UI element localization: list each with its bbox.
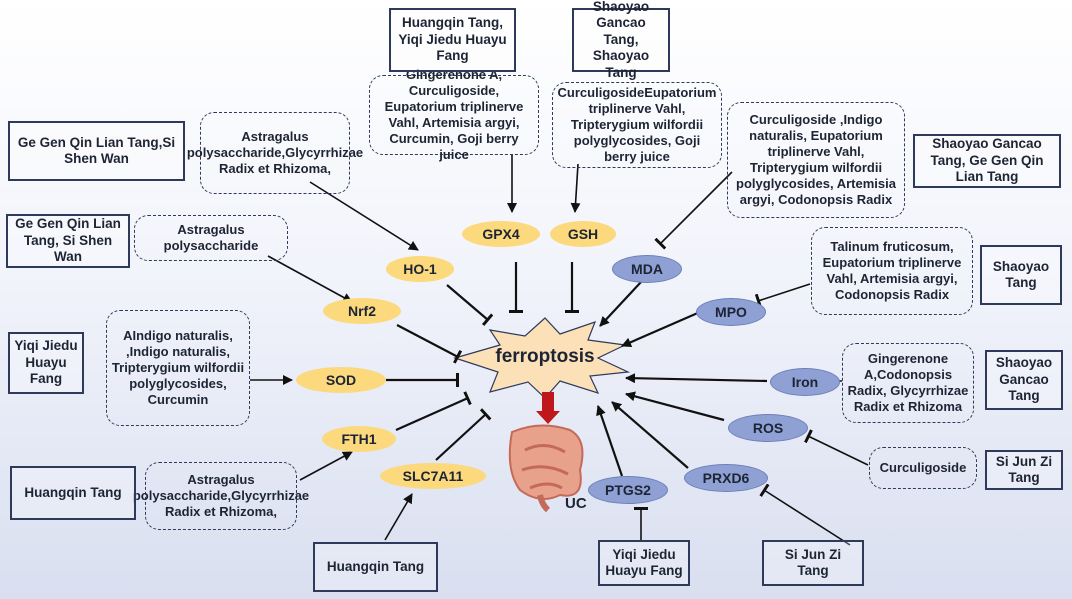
target-ptgs2: PTGS2 [588, 476, 668, 504]
formula-box-gsh: Shaoyao Gancao Tang, Shaoyao Tang [572, 0, 670, 80]
formula-box-mpo: Shaoyao Tang [980, 245, 1062, 305]
formula-box-nrf2: Ge Gen Qin Lian Tang, Si Shen Wan [6, 214, 130, 268]
target-nrf2: Nrf2 [323, 298, 401, 324]
target-ros: ROS [728, 414, 808, 442]
ferroptosis-starburst [452, 317, 631, 399]
compound-box-fth1: Astragalus polysaccharide,Glycyrrhizae R… [133, 462, 309, 530]
formula-box-ptgs2: Yiqi Jiedu Huayu Fang [598, 540, 690, 586]
ferroptosis-label: ferroptosis [495, 346, 595, 367]
compound-box-gpx4: Gingerenone A, Curculigoside, Eupatorium… [369, 67, 539, 162]
uc-label: UC [565, 495, 587, 512]
compound-box-mpo: Talinum fruticosum, Eupatorium tripliner… [811, 227, 973, 315]
compound-box-nrf2: Astragalus polysaccharide [134, 215, 288, 261]
compound-box-iron: Gingerenone A,Codonopsis Radix, Glycyrrh… [842, 343, 974, 423]
formula-box-iron: Shaoyao Gancao Tang [985, 350, 1063, 410]
formula-box-sod: Yiqi Jiedu Huayu Fang [8, 332, 84, 394]
target-fth1: FTH1 [322, 426, 396, 452]
uc-red-arrow [536, 392, 560, 424]
formula-box-mda: Shaoyao Gancao Tang, Ge Gen Qin Lian Tan… [913, 134, 1061, 188]
target-mda: MDA [612, 255, 682, 283]
formula-box-fth1: Huangqin Tang [10, 466, 136, 520]
formula-box-slc7a11: Huangqin Tang [313, 542, 438, 592]
target-mpo: MPO [696, 298, 766, 326]
formula-box-gpx4: Huangqin Tang, Yiqi Jiedu Huayu Fang [389, 8, 516, 72]
compound-box-sod: AIndigo naturalis, ,Indigo naturalis, Tr… [106, 310, 250, 426]
compound-box-mda: Curculigoside ,Indigo naturalis, Eupator… [727, 102, 905, 218]
target-sod: SOD [296, 367, 386, 393]
target-gpx4: GPX4 [462, 221, 540, 247]
target-prxd6: PRXD6 [684, 464, 768, 492]
formula-box-prxd6: Si Jun Zi Tang [762, 540, 864, 586]
colon-image [508, 424, 584, 513]
compound-box-ho1: Astragalus polysaccharide,Glycyrrhizae R… [187, 112, 363, 194]
target-iron: Iron [770, 368, 840, 396]
target-slc7a11: SLC7A11 [380, 463, 486, 489]
target-ho1: HO-1 [386, 256, 454, 282]
compound-box-gsh: CurculigosideEupatorium triplinerve Vahl… [552, 82, 722, 168]
target-gsh: GSH [550, 221, 616, 247]
formula-box-ho1: Ge Gen Qin Lian Tang,Si Shen Wan [8, 121, 185, 181]
formula-box-ros: Si Jun Zi Tang [985, 450, 1063, 490]
compound-box-ros: Curculigoside [869, 447, 977, 489]
